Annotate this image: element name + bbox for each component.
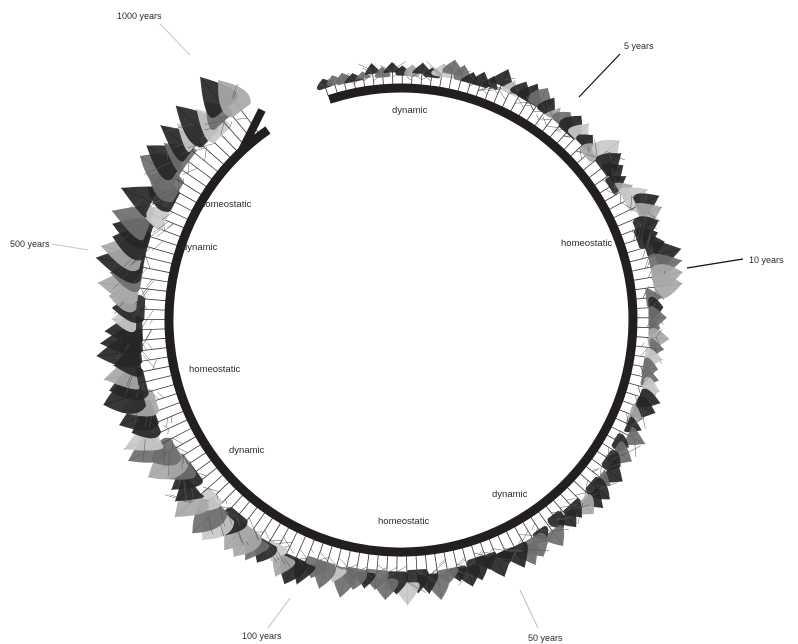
tree-branch xyxy=(230,122,232,129)
leader-line-10-years xyxy=(687,259,743,268)
tree-branch xyxy=(237,118,247,119)
tree-branch xyxy=(199,473,207,476)
age-label-50-years: 50 years xyxy=(528,633,563,643)
tree-branch xyxy=(167,223,173,227)
tree-branch xyxy=(407,77,412,80)
tree-branch xyxy=(620,193,621,204)
leader-line-1000-years xyxy=(160,24,190,55)
tree-branch xyxy=(164,426,169,429)
tree-branch xyxy=(226,499,227,504)
tree-branch xyxy=(566,499,574,501)
tree-branch xyxy=(171,416,172,423)
tree-branch xyxy=(647,261,649,268)
tree-branch xyxy=(543,117,547,126)
tree-branch xyxy=(145,305,147,309)
tree-branch xyxy=(638,386,640,394)
tree-branch xyxy=(196,148,205,151)
leader-line-5-years xyxy=(579,54,620,97)
phase-label-dynamic-upper-left: dynamic xyxy=(182,242,218,253)
tree-branch xyxy=(546,126,559,127)
tree-branch xyxy=(417,76,422,80)
tree-branch xyxy=(460,559,466,565)
tree-branch xyxy=(147,343,152,350)
tree-branch xyxy=(311,549,314,553)
tree-branch xyxy=(157,392,164,398)
leader-line-100-years xyxy=(268,598,290,628)
tree-branch xyxy=(641,343,644,347)
phase-label-dynamic-top: dynamic xyxy=(392,105,428,116)
tree-branch xyxy=(320,558,328,560)
phase-label-homeostatic-right: homeostatic xyxy=(561,238,612,249)
tree-branch xyxy=(168,429,169,435)
tree-branch xyxy=(173,438,183,444)
age-label-500-years: 500 years xyxy=(10,239,50,249)
age-label-100-years: 100 years xyxy=(242,631,282,641)
phase-label-homeostatic-upper-left: homeostatic xyxy=(200,199,251,210)
cycle-ring xyxy=(169,88,633,552)
tree-branch xyxy=(146,279,152,286)
tree-branch xyxy=(532,523,535,530)
phase-label-dynamic-lower-left: dynamic xyxy=(229,445,265,456)
tree-branch xyxy=(519,535,532,536)
tree-branch xyxy=(643,293,646,298)
tree-branch xyxy=(484,552,492,554)
tree-branch xyxy=(478,89,486,91)
phase-label-homeostatic-bottom: homeostatic xyxy=(378,516,429,527)
age-label-10-years: 10 years xyxy=(749,255,784,265)
age-label-5-years: 5 years xyxy=(624,41,654,51)
tree-branch xyxy=(300,549,306,558)
tree-branch xyxy=(183,168,198,174)
phase-label-dynamic-lower-right: dynamic xyxy=(492,489,528,500)
tree-branch xyxy=(265,530,270,541)
tree-branch xyxy=(648,271,651,277)
tree-branch xyxy=(536,115,539,121)
tree-branch xyxy=(142,329,152,346)
leader-line-50-years xyxy=(520,590,538,628)
phase-label-homeostatic-left: homeostatic xyxy=(189,364,240,375)
tree-branch xyxy=(166,418,167,427)
tree-branch xyxy=(540,119,551,120)
age-label-1000-years: 1000 years xyxy=(117,11,162,21)
tree-branch xyxy=(150,320,153,324)
tree-branch xyxy=(398,566,407,572)
leader-line-500-years xyxy=(52,244,88,250)
tree-branch xyxy=(555,131,561,132)
